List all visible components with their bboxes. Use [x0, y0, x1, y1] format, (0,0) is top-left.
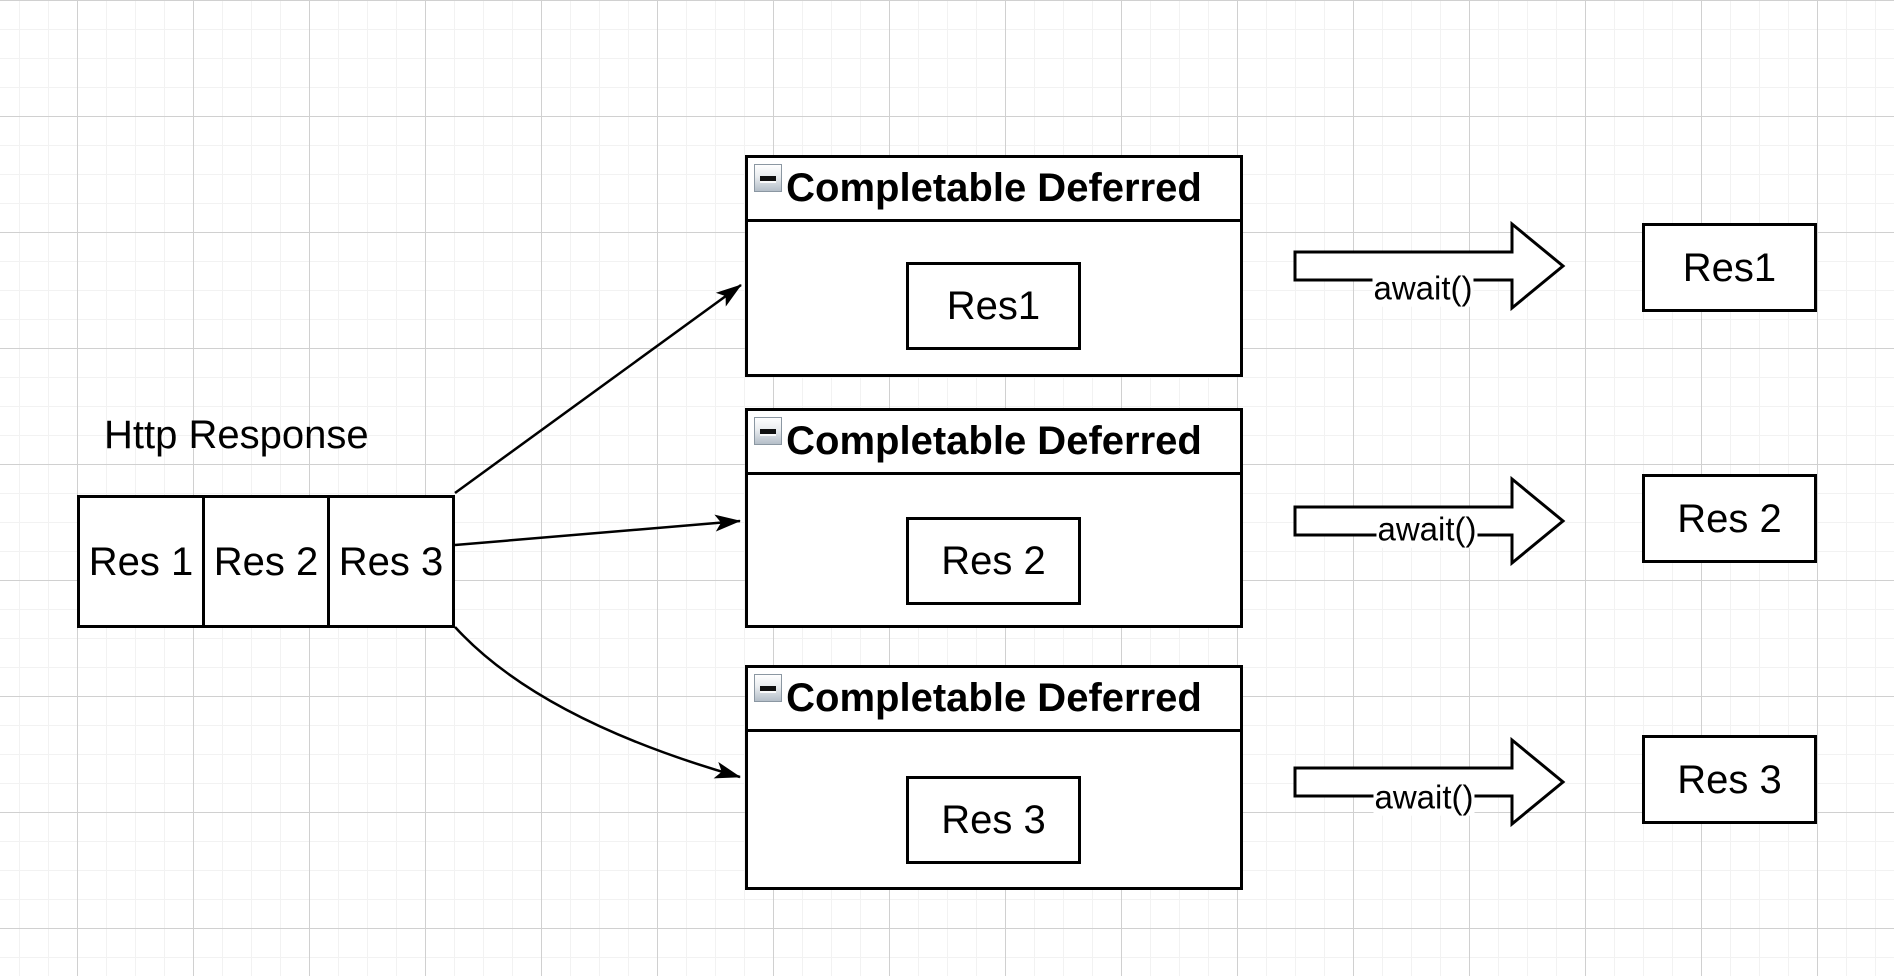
- http-response-label: Http Response: [104, 413, 369, 457]
- result-label: Res 3: [1677, 757, 1782, 802]
- await-label-2: await(): [1376, 510, 1478, 548]
- container-title-bar[interactable]: Completable Deferred: [748, 668, 1240, 732]
- await-label-1: await(): [1372, 269, 1474, 307]
- deferred-value-box-3[interactable]: Res 3: [906, 776, 1081, 864]
- container-title: Completable Deferred: [786, 676, 1202, 720]
- collapse-button[interactable]: [754, 674, 782, 702]
- response-cell-res2[interactable]: Res 2: [202, 498, 327, 625]
- result-box-2[interactable]: Res 2: [1642, 474, 1817, 563]
- result-box-1[interactable]: Res1: [1642, 223, 1817, 312]
- container-title-bar[interactable]: Completable Deferred: [748, 411, 1240, 475]
- deferred-value-label: Res 2: [941, 539, 1046, 583]
- minus-icon: [760, 175, 776, 181]
- container-title-bar[interactable]: Completable Deferred: [748, 158, 1240, 222]
- result-box-3[interactable]: Res 3: [1642, 735, 1817, 824]
- response-cell-label: Res 3: [338, 539, 444, 584]
- response-cell-res3[interactable]: Res 3: [327, 498, 452, 625]
- container-title: Completable Deferred: [786, 419, 1202, 463]
- http-response-box[interactable]: Res 1 Res 2 Res 3: [77, 495, 455, 628]
- connector-arrow-1[interactable]: [454, 283, 742, 495]
- await-label-3: await(): [1373, 778, 1475, 816]
- deferred-value-box-2[interactable]: Res 2: [906, 517, 1081, 605]
- collapse-button[interactable]: [754, 417, 782, 445]
- deferred-value-box-1[interactable]: Res1: [906, 262, 1081, 350]
- minus-icon: [760, 685, 776, 691]
- result-label: Res1: [1682, 245, 1777, 290]
- minus-icon: [760, 428, 776, 434]
- response-cell-label: Res 2: [213, 539, 319, 584]
- response-cell-label: Res 1: [88, 539, 194, 584]
- connector-arrow-3[interactable]: [454, 626, 741, 779]
- response-cell-res1[interactable]: Res 1: [80, 498, 202, 625]
- collapse-button[interactable]: [754, 164, 782, 192]
- connector-arrow-2[interactable]: [454, 514, 741, 547]
- result-label: Res 2: [1677, 496, 1782, 541]
- deferred-value-label: Res 3: [941, 798, 1046, 842]
- await-block-arrow-1[interactable]: [1293, 220, 1567, 312]
- deferred-value-label: Res1: [946, 284, 1041, 328]
- container-title: Completable Deferred: [786, 166, 1202, 210]
